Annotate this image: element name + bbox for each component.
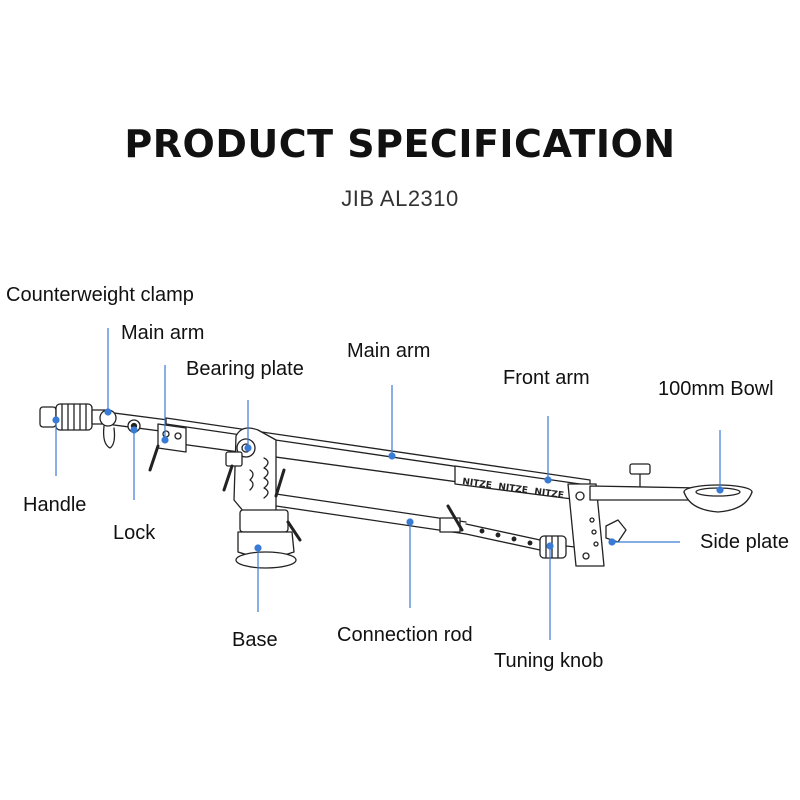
label-front-arm: Front arm bbox=[503, 367, 590, 389]
label-main-arm-rear: Main arm bbox=[121, 322, 205, 344]
leader-main-arm-rear bbox=[161, 365, 169, 444]
leader-lock bbox=[130, 426, 138, 500]
label-side-plate: Side plate bbox=[700, 531, 789, 553]
brand-marking-2: NITZE bbox=[498, 482, 529, 496]
brand-marking-1: NITZE bbox=[462, 477, 493, 491]
label-handle: Handle bbox=[23, 494, 87, 516]
front-plate-part bbox=[589, 463, 701, 501]
label-lock: Lock bbox=[113, 522, 156, 544]
leader-tuning-knob bbox=[546, 542, 554, 640]
page-title: PRODUCT SPECIFICATION bbox=[124, 122, 676, 166]
connection-rod-part bbox=[275, 493, 541, 551]
label-connection-rod: Connection rod bbox=[337, 624, 473, 646]
label-main-arm: Main arm bbox=[347, 340, 431, 362]
label-tuning-knob: Tuning knob bbox=[494, 650, 604, 672]
model-name: JIB AL2310 bbox=[341, 186, 459, 211]
brand-marking-3: NITZE bbox=[534, 487, 565, 501]
handle-part bbox=[39, 403, 107, 431]
base-part bbox=[235, 509, 302, 569]
side-plate-part bbox=[567, 483, 627, 567]
leader-connection-rod bbox=[406, 518, 414, 608]
leader-main-arm bbox=[388, 385, 396, 460]
leader-bowl bbox=[716, 430, 724, 494]
leader-base bbox=[254, 544, 262, 612]
label-bearing-plate: Bearing plate bbox=[186, 358, 304, 380]
label-counterweight-clamp: Counterweight clamp bbox=[6, 284, 194, 306]
label-base: Base bbox=[232, 629, 278, 651]
leader-side-plate bbox=[608, 538, 680, 546]
label-bowl: 100mm Bowl bbox=[658, 378, 774, 400]
leader-counterweight-clamp bbox=[104, 328, 112, 416]
leader-front-arm bbox=[544, 416, 552, 484]
leader-bearing-plate bbox=[244, 400, 252, 452]
leader-handle bbox=[52, 416, 60, 476]
